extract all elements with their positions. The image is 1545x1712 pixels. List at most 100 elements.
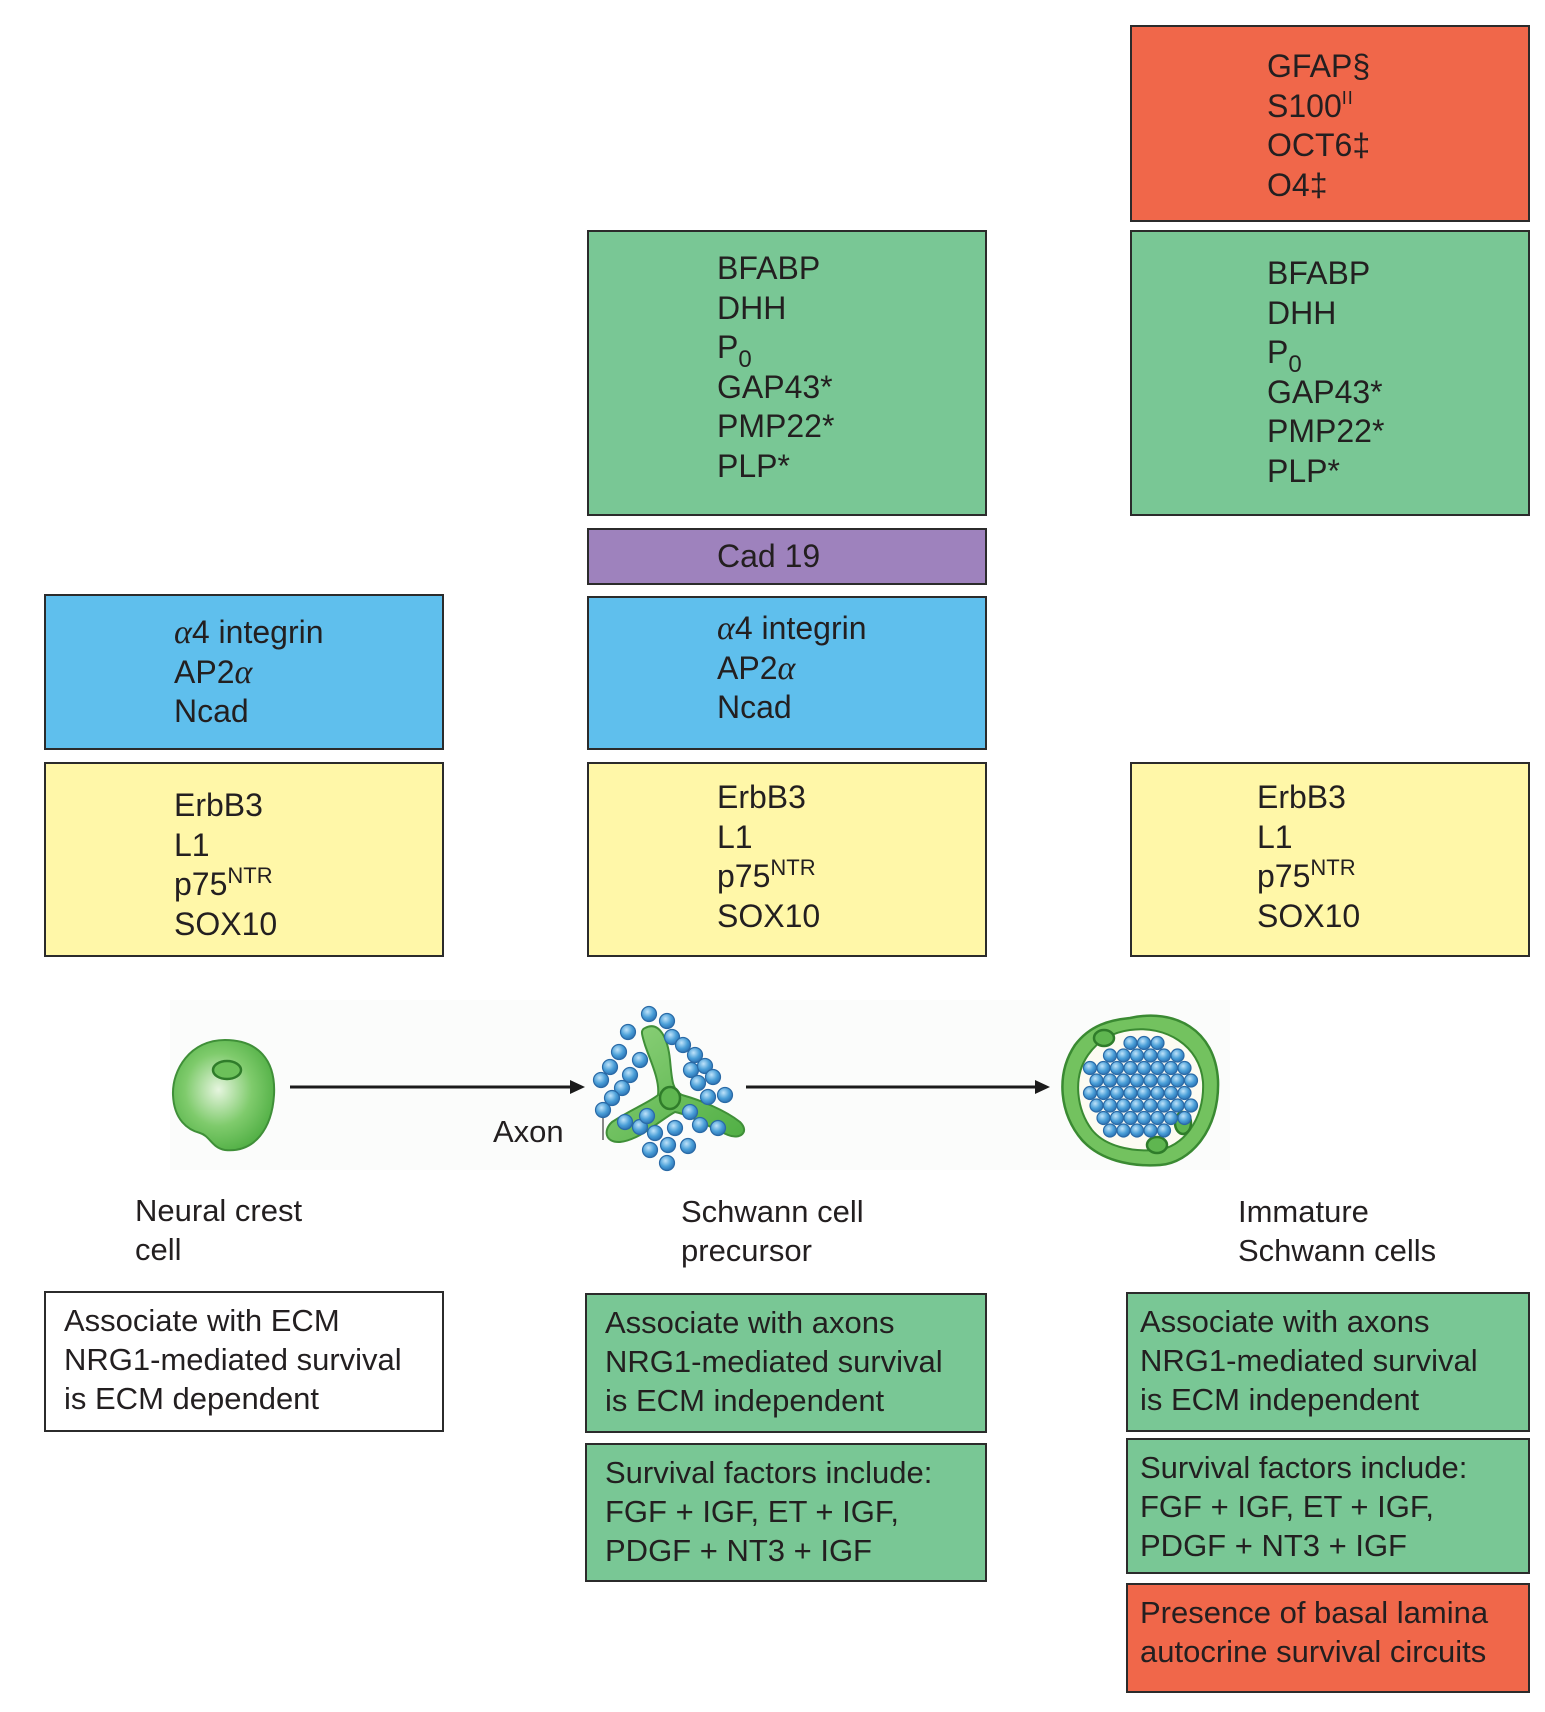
marker-sox10: SOX10 [717,897,821,934]
axon-icon [1143,1098,1158,1113]
axon-icon [1102,1073,1118,1088]
label-line: Schwann cell [681,1194,864,1229]
marker-p0-sub: 0 [1288,351,1302,378]
axon-icon [1136,1060,1152,1076]
axon-icon [631,1051,649,1069]
immature-sc-red-marker-box: GFAP§ S100II OCT6‡ O4‡ [1130,25,1530,222]
axon-icon [601,1058,619,1076]
label-line: cell [135,1232,182,1267]
axon-icon [1116,1098,1131,1113]
axon-icon [689,1074,707,1092]
marker-alpha-symbol: α [777,649,796,687]
property-line: autocrine survival circuits [1140,1634,1487,1669]
axon-icon [1109,1085,1125,1101]
neural-crest-cell-label: Neural crest cell [135,1191,302,1269]
axon-icon [1170,1098,1185,1113]
marker-ncad: Ncad [717,689,792,725]
marker-ap2a: AP2α [717,649,867,689]
axon-icon [1129,1123,1145,1138]
axon-icon [1150,1060,1165,1076]
immature-sc-yellow-marker-box: ErbB3 L1 p75NTR SOX10 [1130,762,1530,957]
immature-sc-axon-association-box: Associate with axons NRG1-mediated survi… [1126,1292,1530,1432]
label-line: precursor [681,1233,812,1268]
axon-icon [1170,1073,1185,1088]
axon-icon [1082,1060,1098,1076]
axon-icon [1150,1110,1165,1126]
axon-icon [691,1116,709,1134]
marker-alpha4-rest: 4 integrin [191,614,324,650]
axon-icon [1096,1110,1111,1126]
axon-icon [699,1088,717,1106]
axon-icon [663,1028,681,1046]
axon-icon [616,1113,634,1131]
marker-cad19: Cad 19 [717,538,821,574]
property-line: NRG1-mediated survival [1140,1343,1478,1378]
marker-oct6: OCT6‡ [1267,127,1371,163]
axon-icon [1156,1098,1172,1113]
property-line: Associate with axons [1140,1304,1430,1339]
marker-l1: L1 [717,818,753,855]
axon-icon [1163,1060,1179,1076]
marker-alpha-symbol: α [717,610,735,647]
axon-icon [716,1086,734,1104]
axon-icon [592,1071,610,1089]
axon-icon [1170,1048,1185,1063]
marker-s100: S100II [1267,87,1370,127]
property-line: NRG1-mediated survival [64,1342,402,1377]
marker-plp: PLP* [1267,452,1340,489]
axon-icon [1163,1110,1179,1126]
axon-icon [666,1119,684,1137]
marker-s100-base: S100 [1267,87,1342,124]
axon-icon [610,1043,628,1061]
axon-icon [704,1068,722,1086]
axon-icon [1163,1085,1179,1101]
marker-alpha4-integrin: α4 integrin [174,613,324,653]
axon-icon [696,1057,714,1075]
property-line: Associate with ECM [64,1303,340,1338]
marker-gap43: GAP43* [1267,373,1383,410]
marker-dhh: DHH [717,289,787,326]
axon-icon [1116,1048,1131,1063]
axon-icon [1136,1035,1152,1051]
axon-icon [1136,1110,1152,1126]
neural-crest-property-box: Associate with ECM NRG1-mediated surviva… [44,1291,444,1432]
property-line: FGF + IGF, ET + IGF, [1140,1489,1434,1524]
marker-l1: L1 [1257,818,1293,855]
marker-p75-sup: NTR [227,863,273,888]
axon-icon [658,1154,676,1172]
marker-p0: P0 [717,328,834,372]
axon-icon [1096,1060,1111,1076]
marker-p75-base: p75 [174,866,228,902]
axon-icon [1109,1110,1125,1126]
axon-icon [1136,1085,1152,1101]
axon-icon [640,1005,658,1023]
marker-dhh: DHH [1267,294,1337,331]
axon-icon [1109,1060,1125,1076]
axon-icon [658,1012,676,1030]
marker-ap2a-base: AP2 [717,649,778,686]
axon-icon [659,1136,677,1154]
scp-yellow-marker-box: ErbB3 L1 p75NTR SOX10 [587,762,987,957]
marker-plp: PLP* [717,447,790,484]
axon-icon [679,1137,697,1155]
marker-p75-base: p75 [717,858,771,894]
axon-icon [1123,1110,1138,1126]
schwann-cell-precursor-icon [592,1005,746,1172]
axon-icon [619,1023,637,1041]
axon-icon [594,1101,612,1119]
label-line: Schwann cells [1238,1233,1437,1268]
scp-purple-marker-box: Cad 19 [587,528,987,585]
marker-alpha-symbol: α [174,614,192,651]
property-line: Associate with axons [605,1305,895,1340]
property-line: PDGF + NT3 + IGF [605,1533,872,1568]
property-line: PDGF + NT3 + IGF [1140,1528,1407,1563]
axon-icon [603,1089,621,1107]
marker-gap43: GAP43* [717,368,833,405]
axon-icon [1150,1085,1165,1101]
axon-icon [1156,1123,1172,1138]
axon-icon [1089,1098,1104,1113]
marker-alpha-symbol: α [234,653,253,691]
immature-sc-survival-factors-box: Survival factors include: FGF + IGF, ET … [1126,1438,1530,1574]
axon-icon [1096,1085,1111,1101]
